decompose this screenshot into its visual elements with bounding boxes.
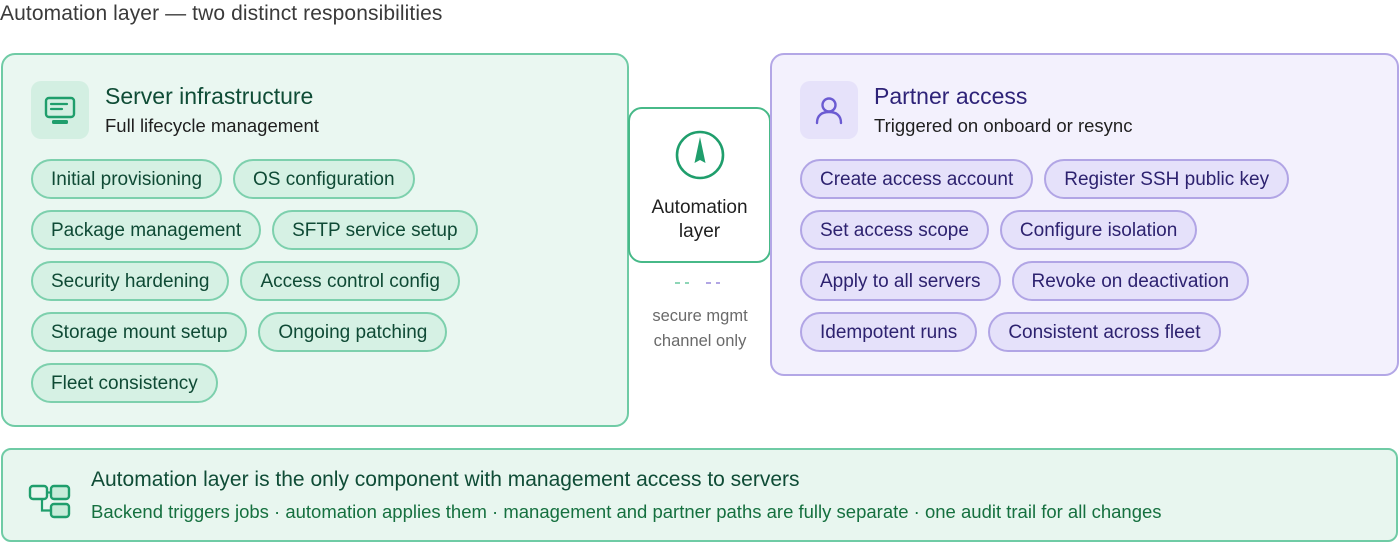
management-channel-caption: secure mgmt channel only	[632, 304, 768, 354]
server-chip-sftp-service-setup: SFTP service setup	[272, 210, 478, 250]
server-chip-fleet-consistency: Fleet consistency	[31, 363, 218, 403]
server-panel-subtitle: Full lifecycle management	[105, 115, 319, 136]
partner-chip-create-access-account: Create access account	[800, 159, 1034, 199]
server-chip-security-hardening: Security hardening	[31, 261, 230, 301]
channel-caption-line1: secure mgmt	[652, 307, 748, 325]
server-infrastructure-panel: Server infrastructure Full lifecycle man…	[1, 53, 629, 427]
server-panel-title: Server infrastructure	[105, 83, 314, 109]
component-blocks-icon	[28, 484, 71, 519]
server-task-list: Initial provisioning OS configuration Pa…	[31, 159, 591, 403]
partner-chip-revoke-on-deactivation: Revoke on deactivation	[1011, 261, 1250, 301]
automation-layer-label: Automation layer	[630, 196, 769, 244]
automation-layer-label-line2: layer	[678, 221, 721, 242]
server-chip-initial-provisioning: Initial provisioning	[31, 159, 223, 199]
server-chip-ongoing-patching: Ongoing patching	[258, 312, 448, 352]
summary-banner: Automation layer is the only component w…	[1, 448, 1398, 542]
server-chip-package-management: Package management	[31, 210, 262, 250]
automation-layer-node: Automation layer	[628, 107, 771, 263]
server-chip-access-control-config: Access control config	[240, 261, 460, 301]
page-title: Automation layer — two distinct responsi…	[0, 2, 443, 25]
server-chip-os-configuration: OS configuration	[233, 159, 415, 199]
partner-icon-tile	[800, 81, 858, 139]
server-icon-tile	[31, 81, 89, 139]
partner-chip-configure-isolation: Configure isolation	[999, 210, 1198, 250]
partner-chip-consistent-across-fleet: Consistent across fleet	[988, 312, 1221, 352]
user-icon	[815, 97, 843, 125]
server-chip-storage-mount-setup: Storage mount setup	[31, 312, 248, 352]
summary-title: Automation layer is the only component w…	[91, 468, 800, 491]
management-channel-connector	[675, 282, 720, 284]
compass-icon	[675, 130, 725, 180]
partner-chip-idempotent-runs: Idempotent runs	[800, 312, 978, 352]
partner-chip-apply-to-all-servers: Apply to all servers	[800, 261, 1001, 301]
partner-chip-register-ssh-key: Register SSH public key	[1044, 159, 1290, 199]
summary-subtitle: Backend triggers jobs · automation appli…	[91, 501, 1162, 522]
partner-access-panel: Partner access Triggered on onboard or r…	[770, 53, 1399, 376]
partner-panel-subtitle: Triggered on onboard or resync	[874, 115, 1133, 136]
automation-layer-label-line1: Automation	[651, 197, 748, 218]
server-monitor-icon	[44, 96, 76, 124]
channel-caption-line2: channel only	[653, 332, 747, 350]
partner-panel-title: Partner access	[874, 83, 1028, 109]
partner-task-list: Create access account Register SSH publi…	[800, 159, 1360, 352]
partner-chip-set-access-scope: Set access scope	[800, 210, 989, 250]
